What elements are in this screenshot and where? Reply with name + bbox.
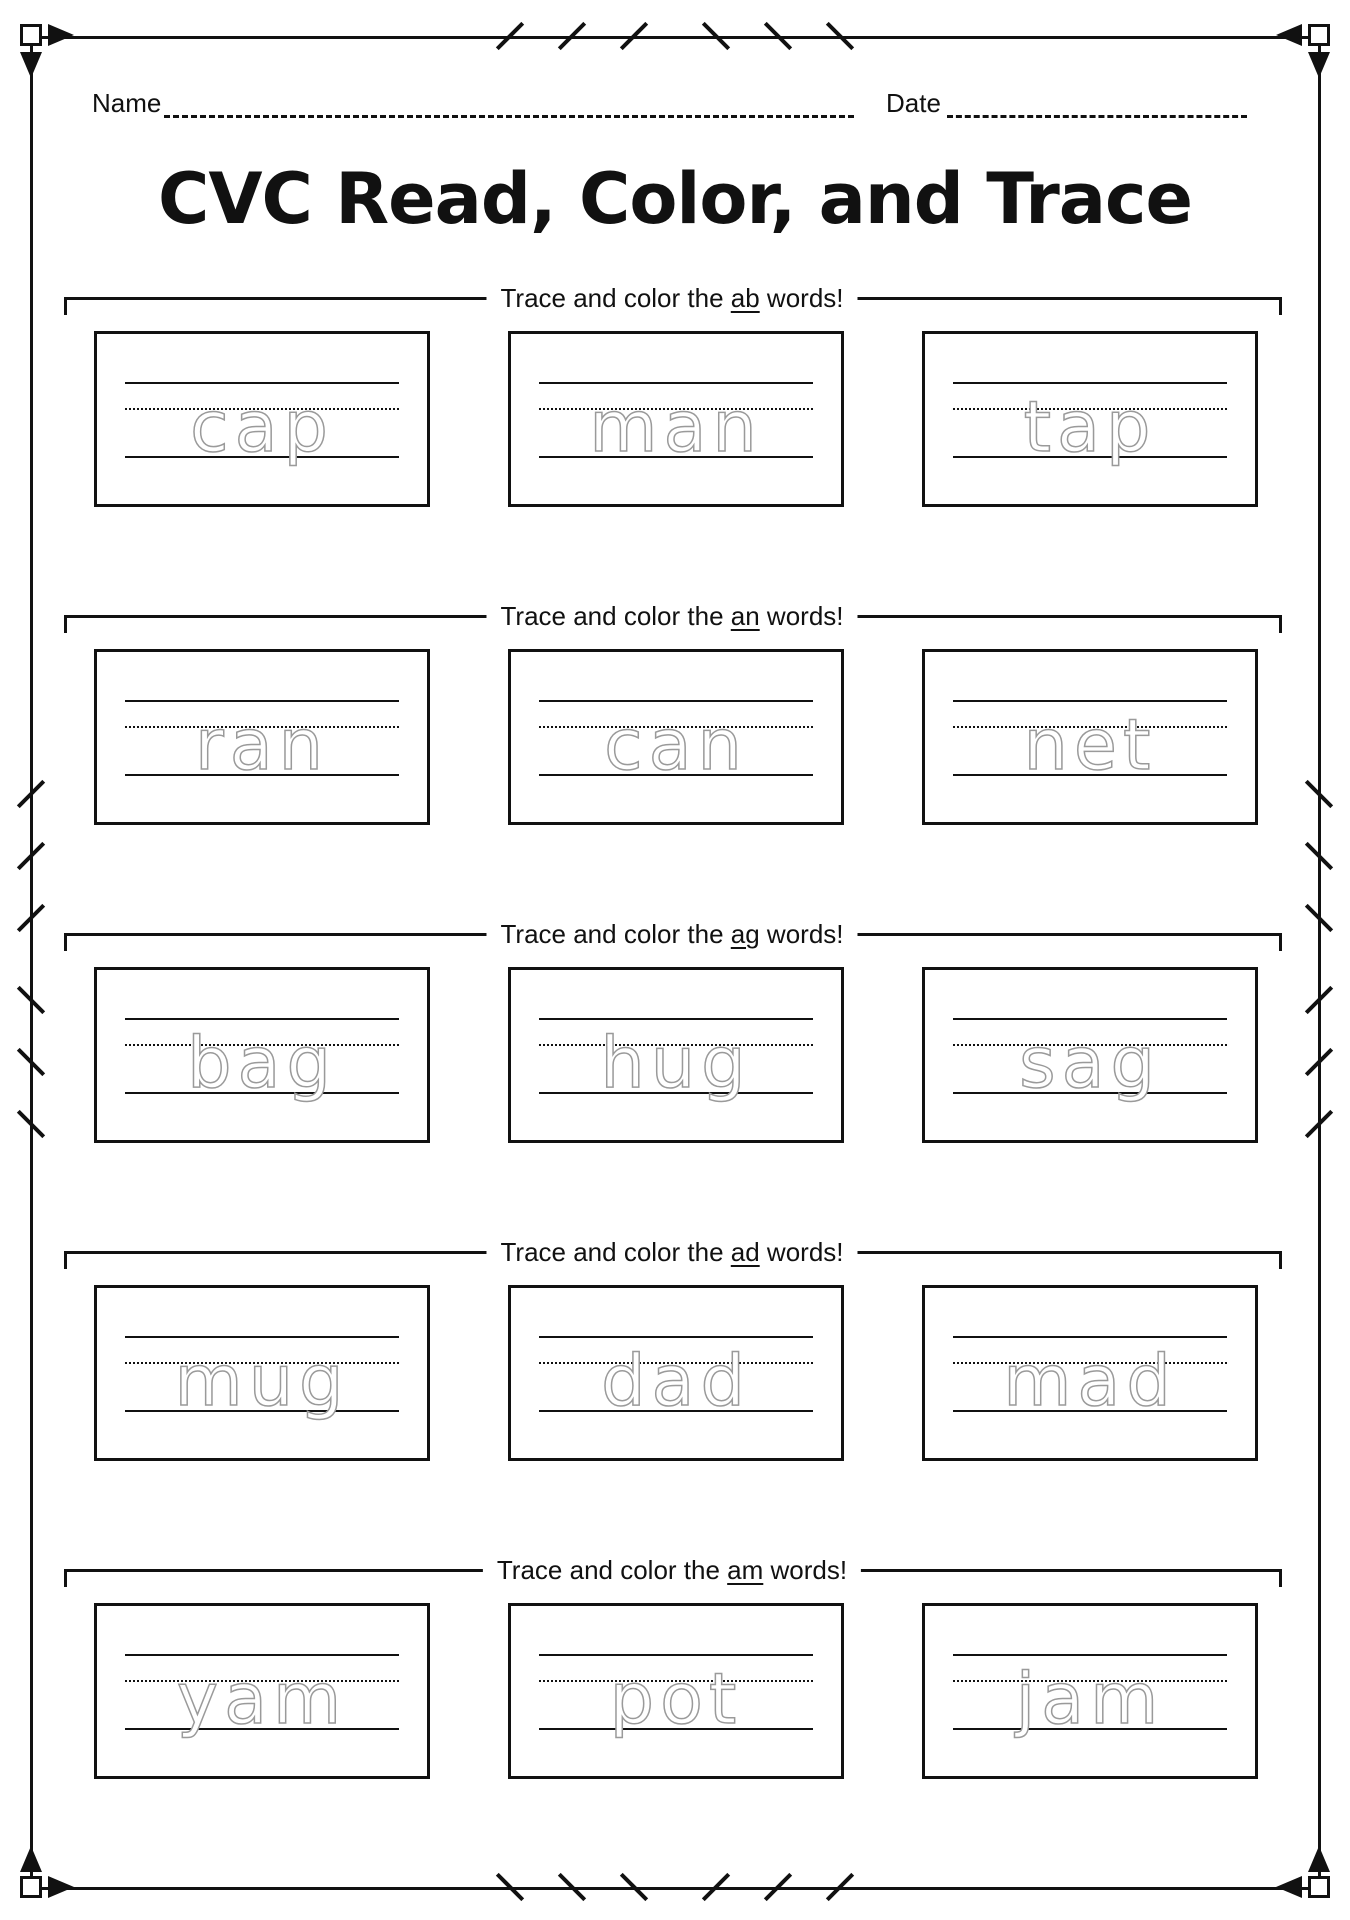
section-title: Trace and color the ag words! <box>486 919 858 949</box>
section-title-suffix: words! <box>766 1237 844 1267</box>
triangle-icon <box>1308 52 1330 78</box>
corner-square-icon <box>20 1876 42 1898</box>
name-field[interactable] <box>164 115 854 118</box>
triangle-icon <box>1276 24 1302 46</box>
date-label: Date <box>886 88 941 118</box>
trace-word: pot <box>609 1658 743 1740</box>
trace-word: can <box>603 704 748 786</box>
trace-card[interactable]: ran <box>94 649 430 825</box>
border-left <box>30 36 33 1888</box>
section-word-family: ab <box>730 283 760 313</box>
section-title-prefix: Trace and color the <box>500 919 724 949</box>
section-title: Trace and color the am words! <box>482 1555 862 1585</box>
word-family-section: Trace and color the am words! yam pot ja… <box>62 1557 1282 1847</box>
section-title-prefix: Trace and color the <box>500 283 724 313</box>
trace-word: net <box>1023 704 1157 786</box>
section-title-suffix: words! <box>766 601 844 631</box>
border-bottom <box>32 1887 1318 1890</box>
section-title: Trace and color the ad words! <box>486 1237 858 1267</box>
triangle-icon <box>20 1846 42 1872</box>
trace-card[interactable]: bag <box>94 967 430 1143</box>
date-field[interactable] <box>947 115 1247 118</box>
border-top <box>32 36 1318 39</box>
trace-card[interactable]: jam <box>922 1603 1258 1779</box>
trace-word: cap <box>189 386 334 468</box>
triangle-icon <box>48 24 74 46</box>
trace-word: hug <box>600 1022 752 1104</box>
word-family-section: Trace and color the ad words! mug dad ma… <box>62 1239 1282 1529</box>
trace-word: tap <box>1023 386 1157 468</box>
trace-card[interactable]: can <box>508 649 844 825</box>
trace-word: mad <box>1002 1340 1177 1422</box>
word-family-section: Trace and color the ab words! cap man ta… <box>62 285 1282 575</box>
triangle-icon <box>20 52 42 78</box>
name-date-row: Name Date <box>92 88 1262 128</box>
section-title-prefix: Trace and color the <box>496 1555 720 1585</box>
corner-square-icon <box>1308 1876 1330 1898</box>
trace-card[interactable]: tap <box>922 331 1258 507</box>
border-right <box>1318 36 1321 1888</box>
section-title-suffix: words! <box>766 919 844 949</box>
triangle-icon <box>1308 1846 1330 1872</box>
triangle-icon <box>1276 1876 1302 1898</box>
section-word-family: ag <box>730 919 760 949</box>
trace-word: sag <box>1018 1022 1161 1104</box>
section-word-family: an <box>730 601 760 631</box>
section-title-suffix: words! <box>770 1555 848 1585</box>
corner-square-icon <box>20 24 42 46</box>
trace-card[interactable]: mug <box>94 1285 430 1461</box>
trace-card[interactable]: dad <box>508 1285 844 1461</box>
trace-card[interactable]: hug <box>508 967 844 1143</box>
name-label: Name <box>92 88 162 118</box>
section-title: Trace and color the ab words! <box>486 283 858 313</box>
trace-card[interactable]: mad <box>922 1285 1258 1461</box>
trace-word: jam <box>1015 1658 1165 1740</box>
section-title-prefix: Trace and color the <box>500 1237 724 1267</box>
trace-word: ran <box>194 704 330 786</box>
page-title: CVC Read, Color, and Trace <box>157 158 1193 240</box>
triangle-icon <box>48 1876 74 1898</box>
trace-card[interactable]: pot <box>508 1603 844 1779</box>
trace-card[interactable]: net <box>922 649 1258 825</box>
trace-card[interactable]: sag <box>922 967 1258 1143</box>
section-word-family: ad <box>730 1237 760 1267</box>
section-title-suffix: words! <box>766 283 844 313</box>
word-family-section: Trace and color the an words! ran can ne… <box>62 603 1282 893</box>
trace-card[interactable]: man <box>508 331 844 507</box>
corner-square-icon <box>1308 24 1330 46</box>
trace-word: mug <box>174 1340 350 1422</box>
trace-word: bag <box>186 1022 337 1104</box>
section-word-family: am <box>727 1555 764 1585</box>
section-title: Trace and color the an words! <box>486 601 858 631</box>
trace-card[interactable]: yam <box>94 1603 430 1779</box>
section-title-prefix: Trace and color the <box>500 601 724 631</box>
word-family-section: Trace and color the ag words! bag hug sa… <box>62 921 1282 1211</box>
trace-word: yam <box>176 1658 348 1740</box>
trace-card[interactable]: cap <box>94 331 430 507</box>
trace-word: man <box>589 386 763 468</box>
trace-word: dad <box>600 1340 751 1422</box>
